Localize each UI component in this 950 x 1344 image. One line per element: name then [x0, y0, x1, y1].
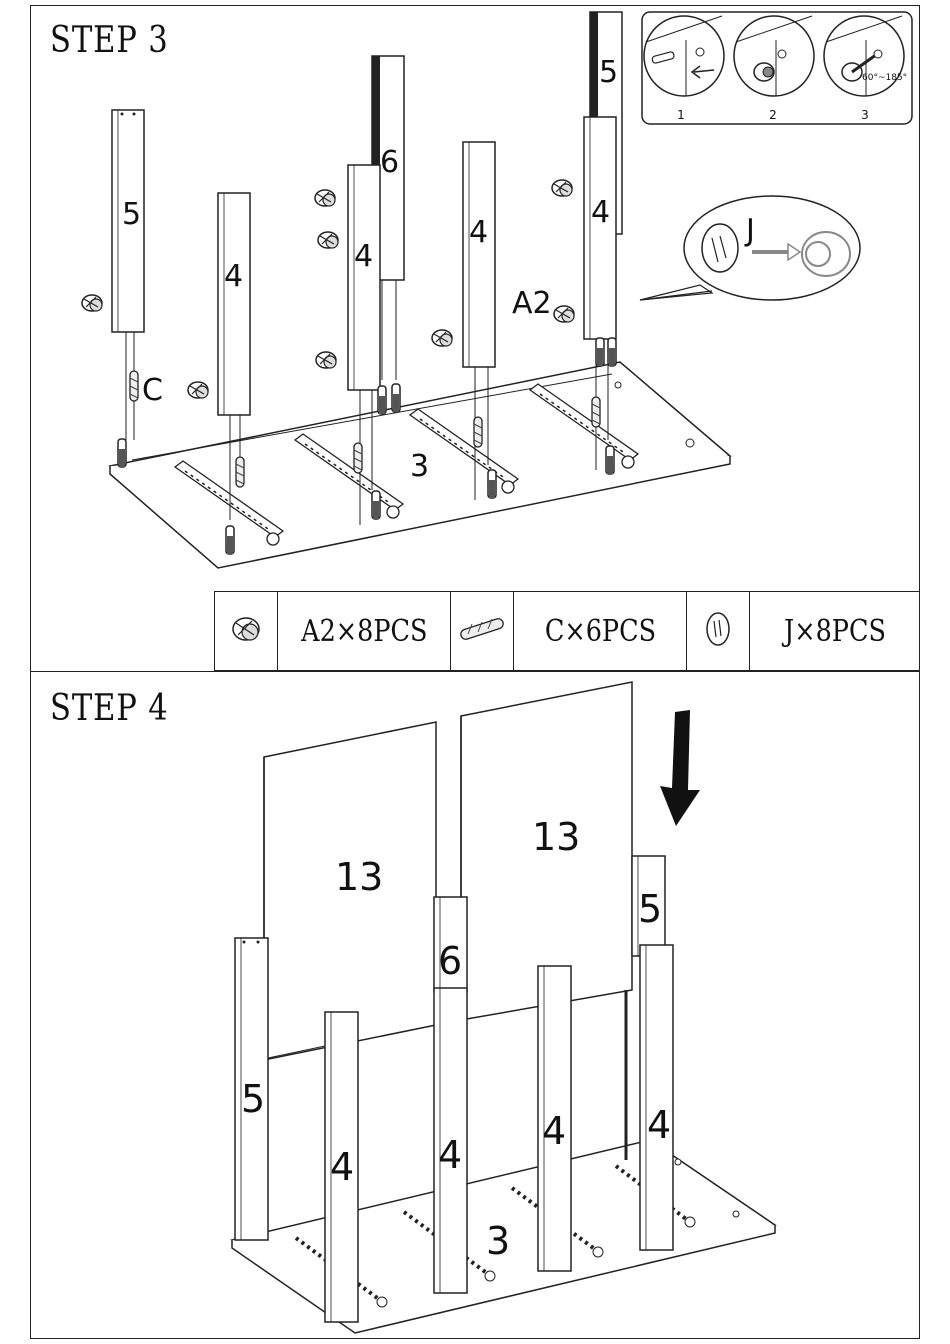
- label-panel-4-c: 4: [469, 215, 488, 250]
- label-part-c: C: [142, 373, 163, 408]
- label-base-3: 3: [410, 449, 429, 484]
- part-c-count: C×6PCS: [514, 592, 687, 671]
- label-panel-6: 6: [380, 145, 399, 180]
- panel-4-b: [348, 165, 380, 390]
- detail-step-3: 3: [861, 108, 869, 122]
- cover-cap-callout: [640, 196, 860, 300]
- wooden-dowel-icon: [451, 592, 514, 671]
- label-panel-5-right: 5: [599, 55, 618, 90]
- panel-4-c: [463, 142, 495, 367]
- step4-title: STEP 4: [50, 688, 169, 729]
- label-panel-4-b: 4: [354, 239, 373, 274]
- part-j-count: J×8PCS: [750, 592, 920, 671]
- parts-list: A2×8PCS C×6PCS J×8PCS: [214, 591, 920, 671]
- part-a2-count: A2×8PCS: [278, 592, 451, 671]
- detail-step-1: 1: [677, 108, 685, 122]
- detail-step-2: 2: [769, 108, 777, 122]
- panel-4-a: [218, 193, 250, 415]
- label-part-j: J: [744, 213, 755, 248]
- label-panel-4-d: 4: [591, 195, 610, 230]
- cam-lock-icon: [215, 592, 278, 671]
- detail-angle: 60°~185°: [862, 73, 907, 83]
- label-panel-4-a: 4: [224, 259, 243, 294]
- label-part-a2: A2: [512, 286, 552, 321]
- step3-diagram: 1 2 3 60°~185° 5 4 6 4 4 5 4 3 C A2 J: [0, 0, 950, 672]
- cam-locks: [82, 180, 574, 398]
- cover-cap-icon: [687, 592, 750, 671]
- label-panel-5-left: 5: [122, 197, 141, 232]
